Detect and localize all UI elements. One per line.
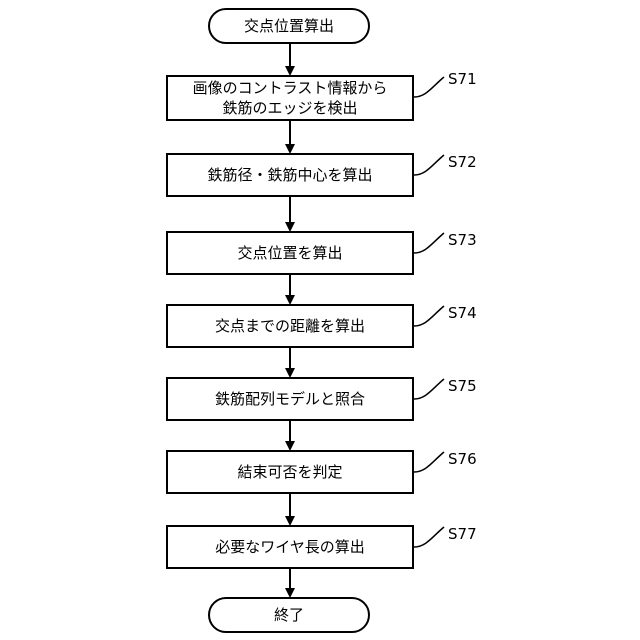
- end-label: 終了: [274, 605, 304, 625]
- step-box-s72: 鉄筋径・鉄筋中心を算出: [166, 153, 414, 197]
- step-label-leader: [414, 77, 444, 97]
- step-box-s76: 結束可否を判定: [166, 450, 414, 494]
- step-box-s75: 鉄筋配列モデルと照合: [166, 377, 414, 421]
- step-label-leader: [414, 452, 444, 472]
- step-label-s73: S73: [448, 231, 477, 249]
- step-box-s71: 画像のコントラスト情報から 鉄筋のエッジを検出: [166, 75, 414, 121]
- step-text-s72: 鉄筋径・鉄筋中心を算出: [207, 165, 372, 185]
- step-label-s74: S74: [448, 304, 477, 322]
- step-label-s72: S72: [448, 153, 477, 171]
- start-label: 交点位置算出: [244, 16, 334, 36]
- step-label-leader: [414, 155, 444, 175]
- step-text-s76: 結束可否を判定: [237, 462, 342, 482]
- end-terminal: 終了: [208, 597, 370, 633]
- step-label-s77: S77: [448, 525, 477, 543]
- step-label-leader: [414, 306, 444, 326]
- step-label-leader: [414, 527, 444, 547]
- step-text-s74: 交点までの距離を算出: [215, 316, 365, 336]
- step-label-s71: S71: [448, 70, 477, 88]
- step-label-leader: [414, 379, 444, 399]
- start-terminal: 交点位置算出: [208, 8, 370, 44]
- step-label-s76: S76: [448, 450, 477, 468]
- step-box-s77: 必要なワイヤ長の算出: [166, 525, 414, 569]
- step-text-s71: 画像のコントラスト情報から 鉄筋のエッジを検出: [193, 78, 388, 118]
- step-text-s77: 必要なワイヤ長の算出: [215, 537, 365, 557]
- step-box-s74: 交点までの距離を算出: [166, 304, 414, 348]
- step-label-s75: S75: [448, 377, 477, 395]
- step-text-s75: 鉄筋配列モデルと照合: [215, 389, 365, 409]
- step-label-leader: [414, 233, 444, 253]
- step-text-s73: 交点位置を算出: [237, 243, 342, 263]
- step-box-s73: 交点位置を算出: [166, 231, 414, 275]
